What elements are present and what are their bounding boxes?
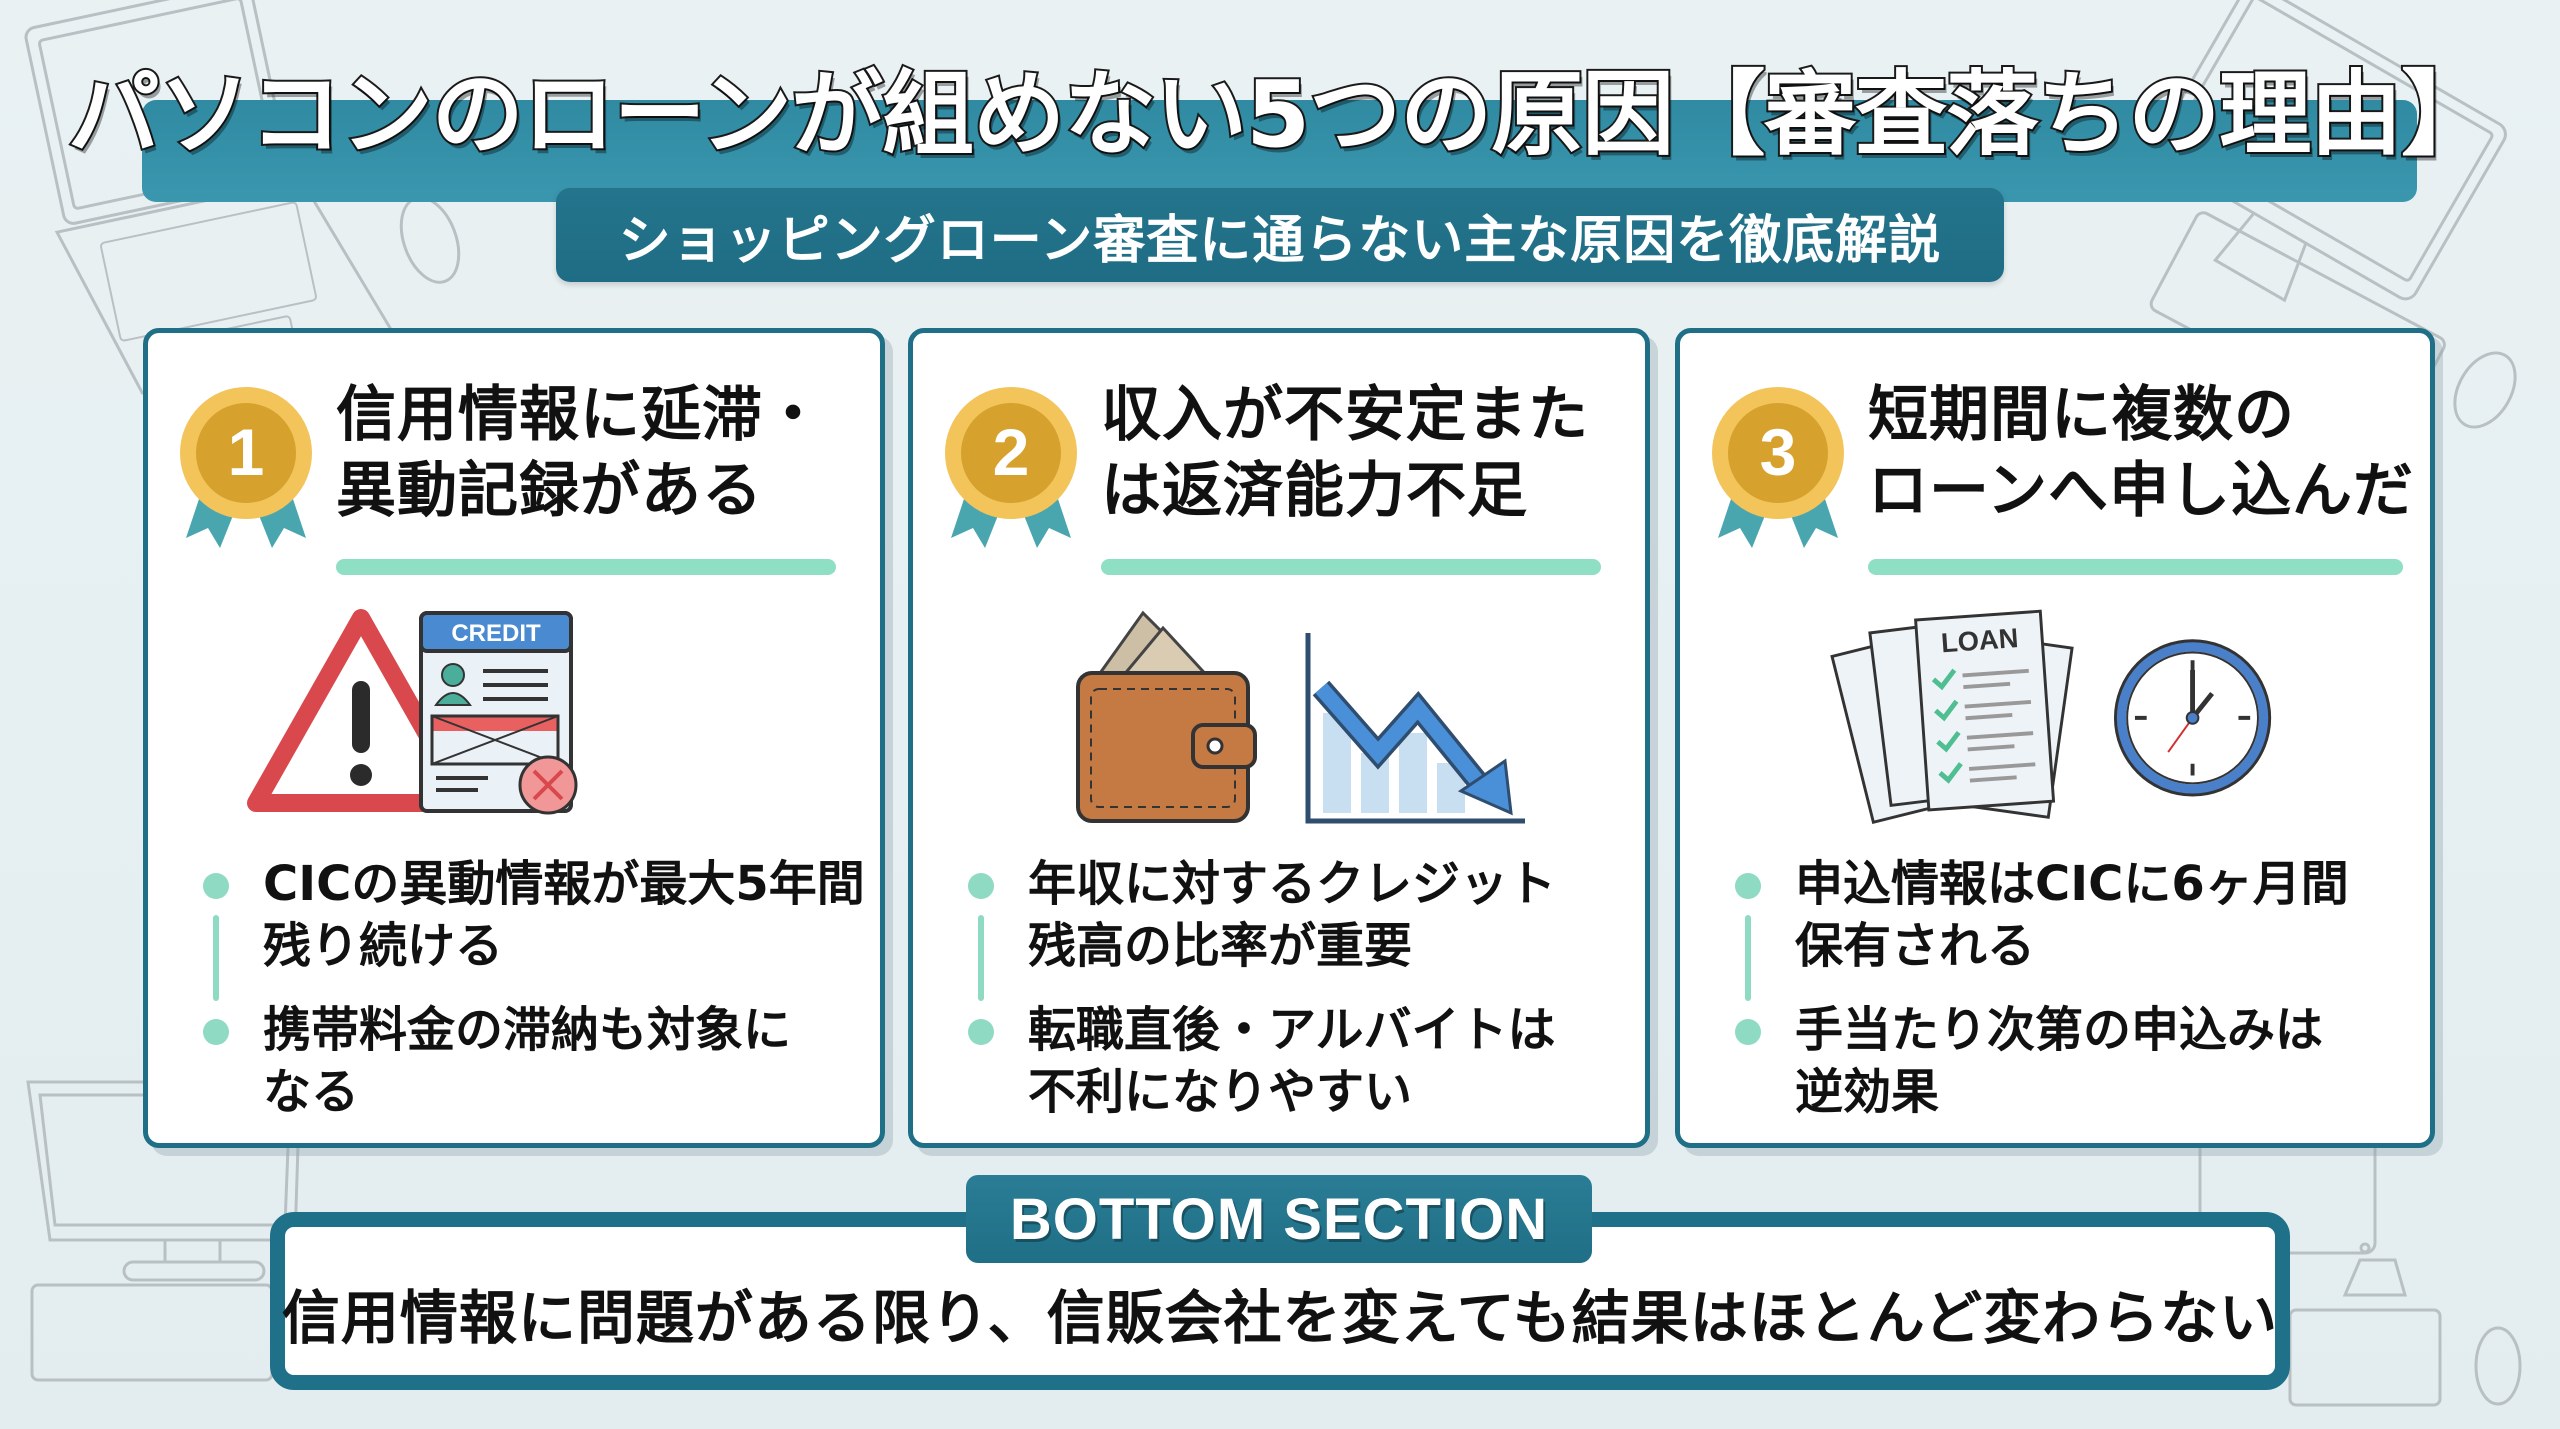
reason-card-3: 3 短期間に複数の ローンへ申し込んだ LOAN xyxy=(1675,328,2435,1148)
bottom-summary-text: 信用情報に問題がある限り、信販会社を変えても結果はほとんど変わらない xyxy=(281,1284,2279,1352)
bullet-item: 手当たり次第の申込みは 逆効果 xyxy=(1735,999,2405,1123)
heading-underline xyxy=(1868,559,2403,575)
page-title: パソコンのローンが組めない5つの原因【審査落ちの理由】 xyxy=(66,59,2495,170)
bullet-item: 携帯料金の滞納も対象に なる xyxy=(203,999,873,1123)
reason-card-1: 1 信用情報に延滞・ 異動記録がある CREDIT xyxy=(143,328,885,1148)
bullet-list: 年収に対するクレジット 残高の比率が重要 転職直後・アルバイトは 不利になりやす… xyxy=(968,853,1638,1123)
bullet-list: 申込情報はCICに6ヶ月間 保有される 手当たり次第の申込みは 逆効果 xyxy=(1735,853,2405,1123)
card-heading: 短期間に複数の ローンへ申し込んだ xyxy=(1868,380,2414,526)
bullet-dot-icon xyxy=(203,873,229,899)
bullet-dot-icon xyxy=(968,873,994,899)
card-illustration: CREDIT xyxy=(247,609,578,815)
wallet-icon xyxy=(1076,610,1257,823)
warning-triangle-icon xyxy=(247,609,475,812)
bullet-connector xyxy=(213,915,219,1001)
reason-card-2: 2 収入が不安定また は返済能力不足 年収に対するクレジット xyxy=(908,328,1650,1148)
bottom-section-label: BOTTOM SECTION xyxy=(966,1175,1592,1263)
bullet-connector xyxy=(978,915,984,1001)
bullet-item: CICの異動情報が最大5年間 残り続ける xyxy=(203,853,873,977)
card-heading: 信用情報に延滞・ 異動記録がある xyxy=(336,380,824,526)
medal-icon: 1 xyxy=(180,387,312,548)
bullet-dot-icon xyxy=(968,1019,994,1045)
bullet-list: CICの異動情報が最大5年間 残り続ける 携帯料金の滞納も対象に なる xyxy=(203,853,873,1123)
declining-chart-icon xyxy=(1305,633,1525,824)
bullet-dot-icon xyxy=(1735,1019,1761,1045)
heading-underline xyxy=(336,559,836,575)
bullet-item: 申込情報はCICに6ヶ月間 保有される xyxy=(1735,853,2405,977)
medal-icon: 3 xyxy=(1712,387,1844,548)
svg-text:CREDIT: CREDIT xyxy=(451,620,541,647)
medal-number: 1 xyxy=(228,415,265,489)
clock-icon xyxy=(2113,639,2272,797)
bullet-connector xyxy=(1745,915,1751,1001)
mouse-illustration xyxy=(399,196,461,284)
loan-documents-icon: LOAN xyxy=(1830,609,2074,825)
bullet-dot-icon xyxy=(1735,873,1761,899)
bottom-summary-box: 信用情報に問題がある限り、信販会社を変えても結果はほとんど変わらない xyxy=(270,1212,2290,1390)
medal-icon: 2 xyxy=(945,387,1077,548)
card-illustration xyxy=(1076,610,1525,824)
svg-text:LOAN: LOAN xyxy=(1940,622,2019,658)
subtitle-banner: ショッピングローン審査に通らない主な原因を徹底解説 xyxy=(556,188,2004,282)
heading-underline xyxy=(1101,559,1601,575)
credit-report-icon: CREDIT xyxy=(419,611,578,815)
card-illustration: LOAN xyxy=(1830,609,2272,825)
medal-number: 3 xyxy=(1760,415,1797,489)
medal-number: 2 xyxy=(993,415,1030,489)
bullet-dot-icon xyxy=(203,1019,229,1045)
bullet-item: 転職直後・アルバイトは 不利になりやすい xyxy=(968,999,1638,1123)
bullet-item: 年収に対するクレジット 残高の比率が重要 xyxy=(968,853,1638,977)
title-banner xyxy=(142,100,2417,202)
card-heading: 収入が不安定また は返済能力不足 xyxy=(1101,380,1589,526)
subtitle: ショッピングローン審査に通らない主な原因を徹底解説 xyxy=(618,210,1942,271)
